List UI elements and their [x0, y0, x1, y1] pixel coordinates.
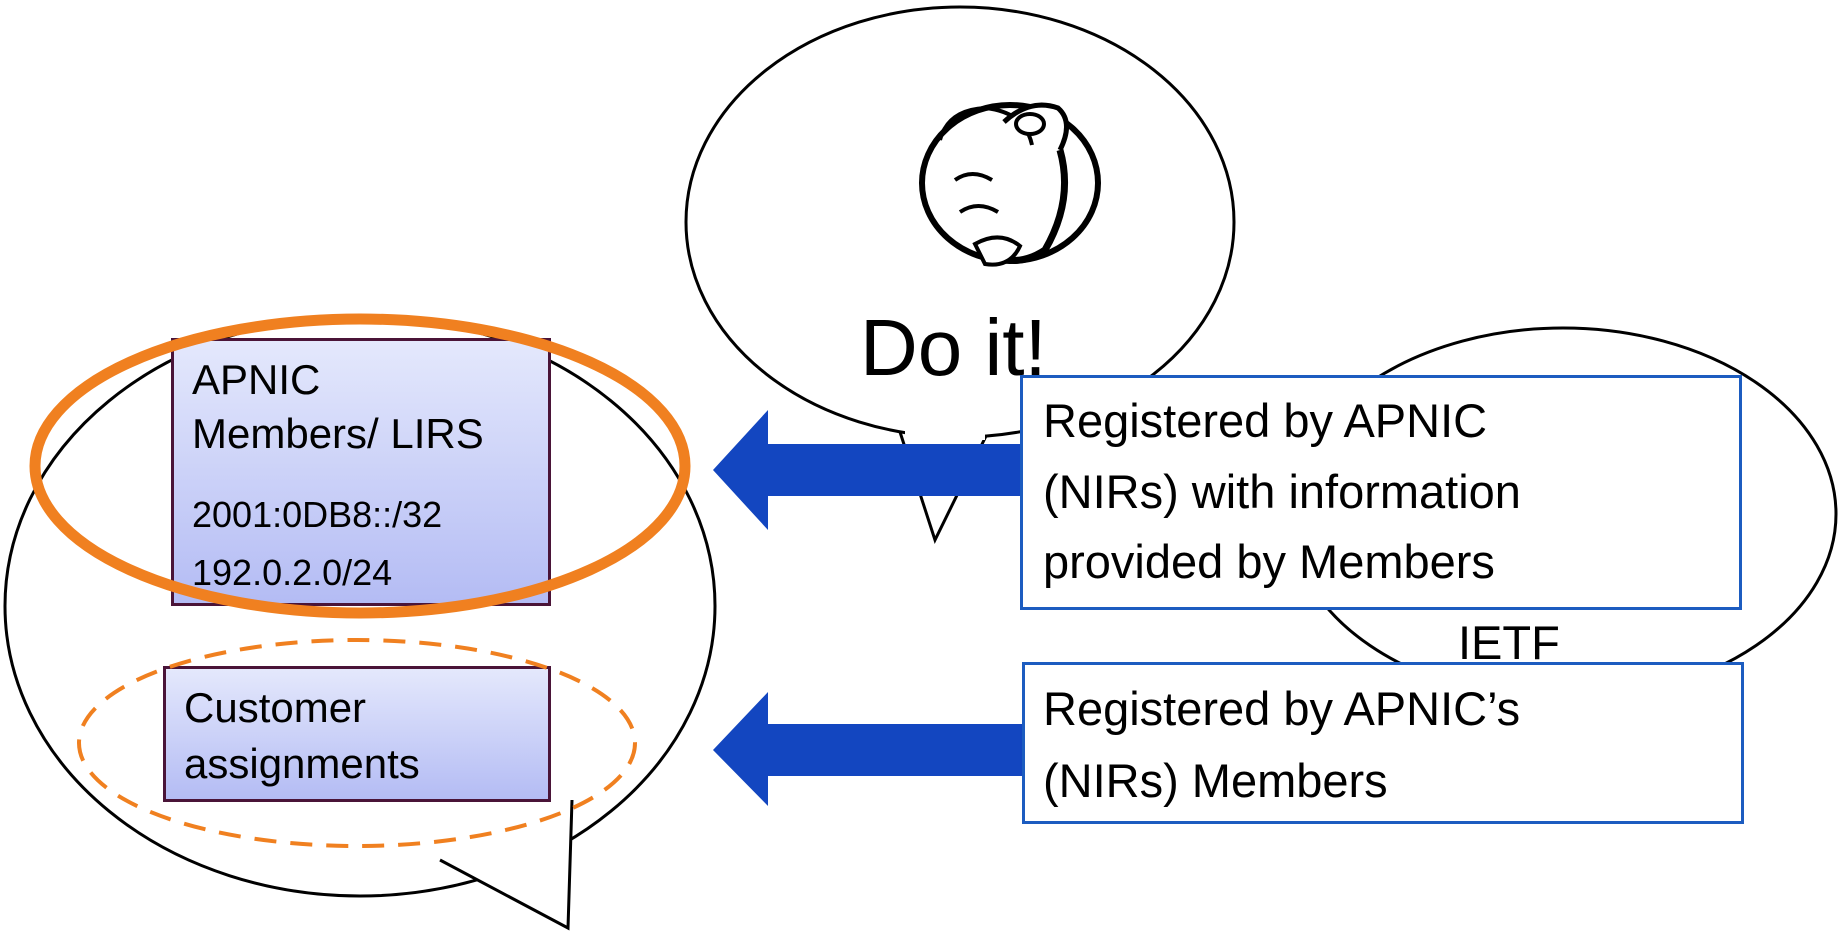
customer-line2: assignments	[184, 740, 420, 787]
arrow-left-icon	[713, 410, 1022, 530]
registered-apnic-line3: provided by Members	[1043, 535, 1495, 588]
registered-members-line2: (NIRs) Members	[1043, 754, 1388, 807]
members-title-line2: Members/ LIRS	[192, 410, 484, 457]
ietf-label: IETF	[1458, 616, 1560, 669]
pointing-hand-icon	[919, 102, 1101, 267]
registered-members-line1: Registered by APNIC’s	[1043, 682, 1521, 735]
members-title-line1: APNIC	[192, 356, 321, 403]
registered-apnic-line2: (NIRs) with information	[1043, 465, 1521, 518]
customer-line1: Customer	[184, 684, 367, 731]
registered-by-apnic-box	[1020, 375, 1742, 610]
ipv4-prefix: 192.0.2.0/24	[192, 552, 393, 593]
arrow-left-icon	[713, 692, 1026, 806]
registered-by-members-box	[1022, 662, 1744, 824]
ipv6-prefix: 2001:0DB8::/32	[192, 494, 443, 535]
registered-apnic-line1: Registered by APNIC	[1043, 394, 1488, 447]
do-it-label: Do it!	[860, 303, 1047, 392]
